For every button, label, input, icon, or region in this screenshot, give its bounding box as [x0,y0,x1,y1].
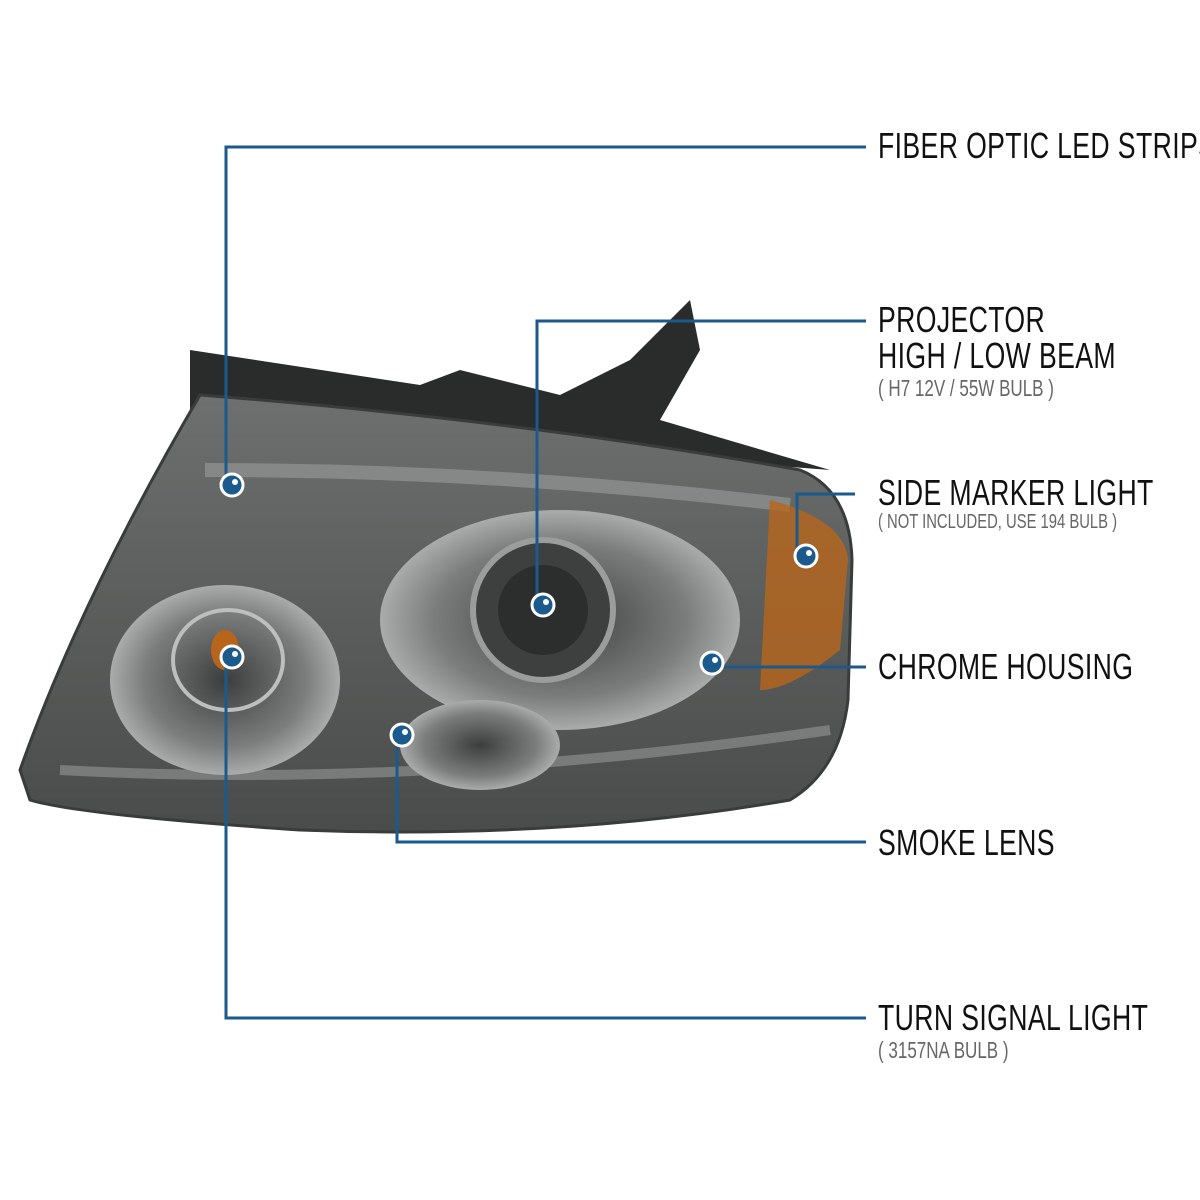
callout-title: FIBER OPTIC LED STRIPS [878,125,1200,166]
callout-title: SIDE MARKER LIGHT [878,472,1154,513]
dot-icon [219,644,245,670]
dot-icon [699,650,725,676]
callout-title: SMOKE LENS [878,822,1055,863]
dot-icon [530,592,556,618]
callout-title-line2: HIGH / LOW BEAM [878,335,1116,376]
callout-fiber-optic: FIBER OPTIC LED STRIPS [878,128,1200,164]
callout-smoke-lens: SMOKE LENS [878,825,1055,861]
leader-side-marker [795,492,855,556]
callout-note: ( H7 12V / 55W BULB ) [878,375,1054,401]
leader-smoke-lens [395,735,866,844]
dot-icon [219,472,245,498]
callout-chrome-housing: CHROME HOUSING [878,649,1133,685]
callout-title: TURN SIGNAL LIGHT [878,997,1149,1038]
leader-turn-signal [224,657,866,1020]
leader-fiber-optic [224,145,866,485]
callout-turn-signal: TURN SIGNAL LIGHT ( 3157NA BULB ) [878,1000,1148,1064]
callout-note: ( 3157NA BULB ) [878,1037,1009,1063]
side-marker-amber [760,500,848,690]
callout-dots [219,472,819,748]
callout-note: ( NOT INCLUDED, USE 194 BULB ) [878,511,1118,533]
dot-icon [389,722,415,748]
callout-projector: PROJECTOR HIGH / LOW BEAM ( H7 12V / 55W… [878,302,1116,402]
led-strip [204,463,791,512]
callout-title: PROJECTOR [878,299,1046,340]
dot-icon [793,543,819,569]
callout-title: CHROME HOUSING [878,646,1134,687]
callout-side-marker: SIDE MARKER LIGHT ( NOT INCLUDED, USE 19… [878,472,1154,534]
leader-projector [535,319,866,605]
